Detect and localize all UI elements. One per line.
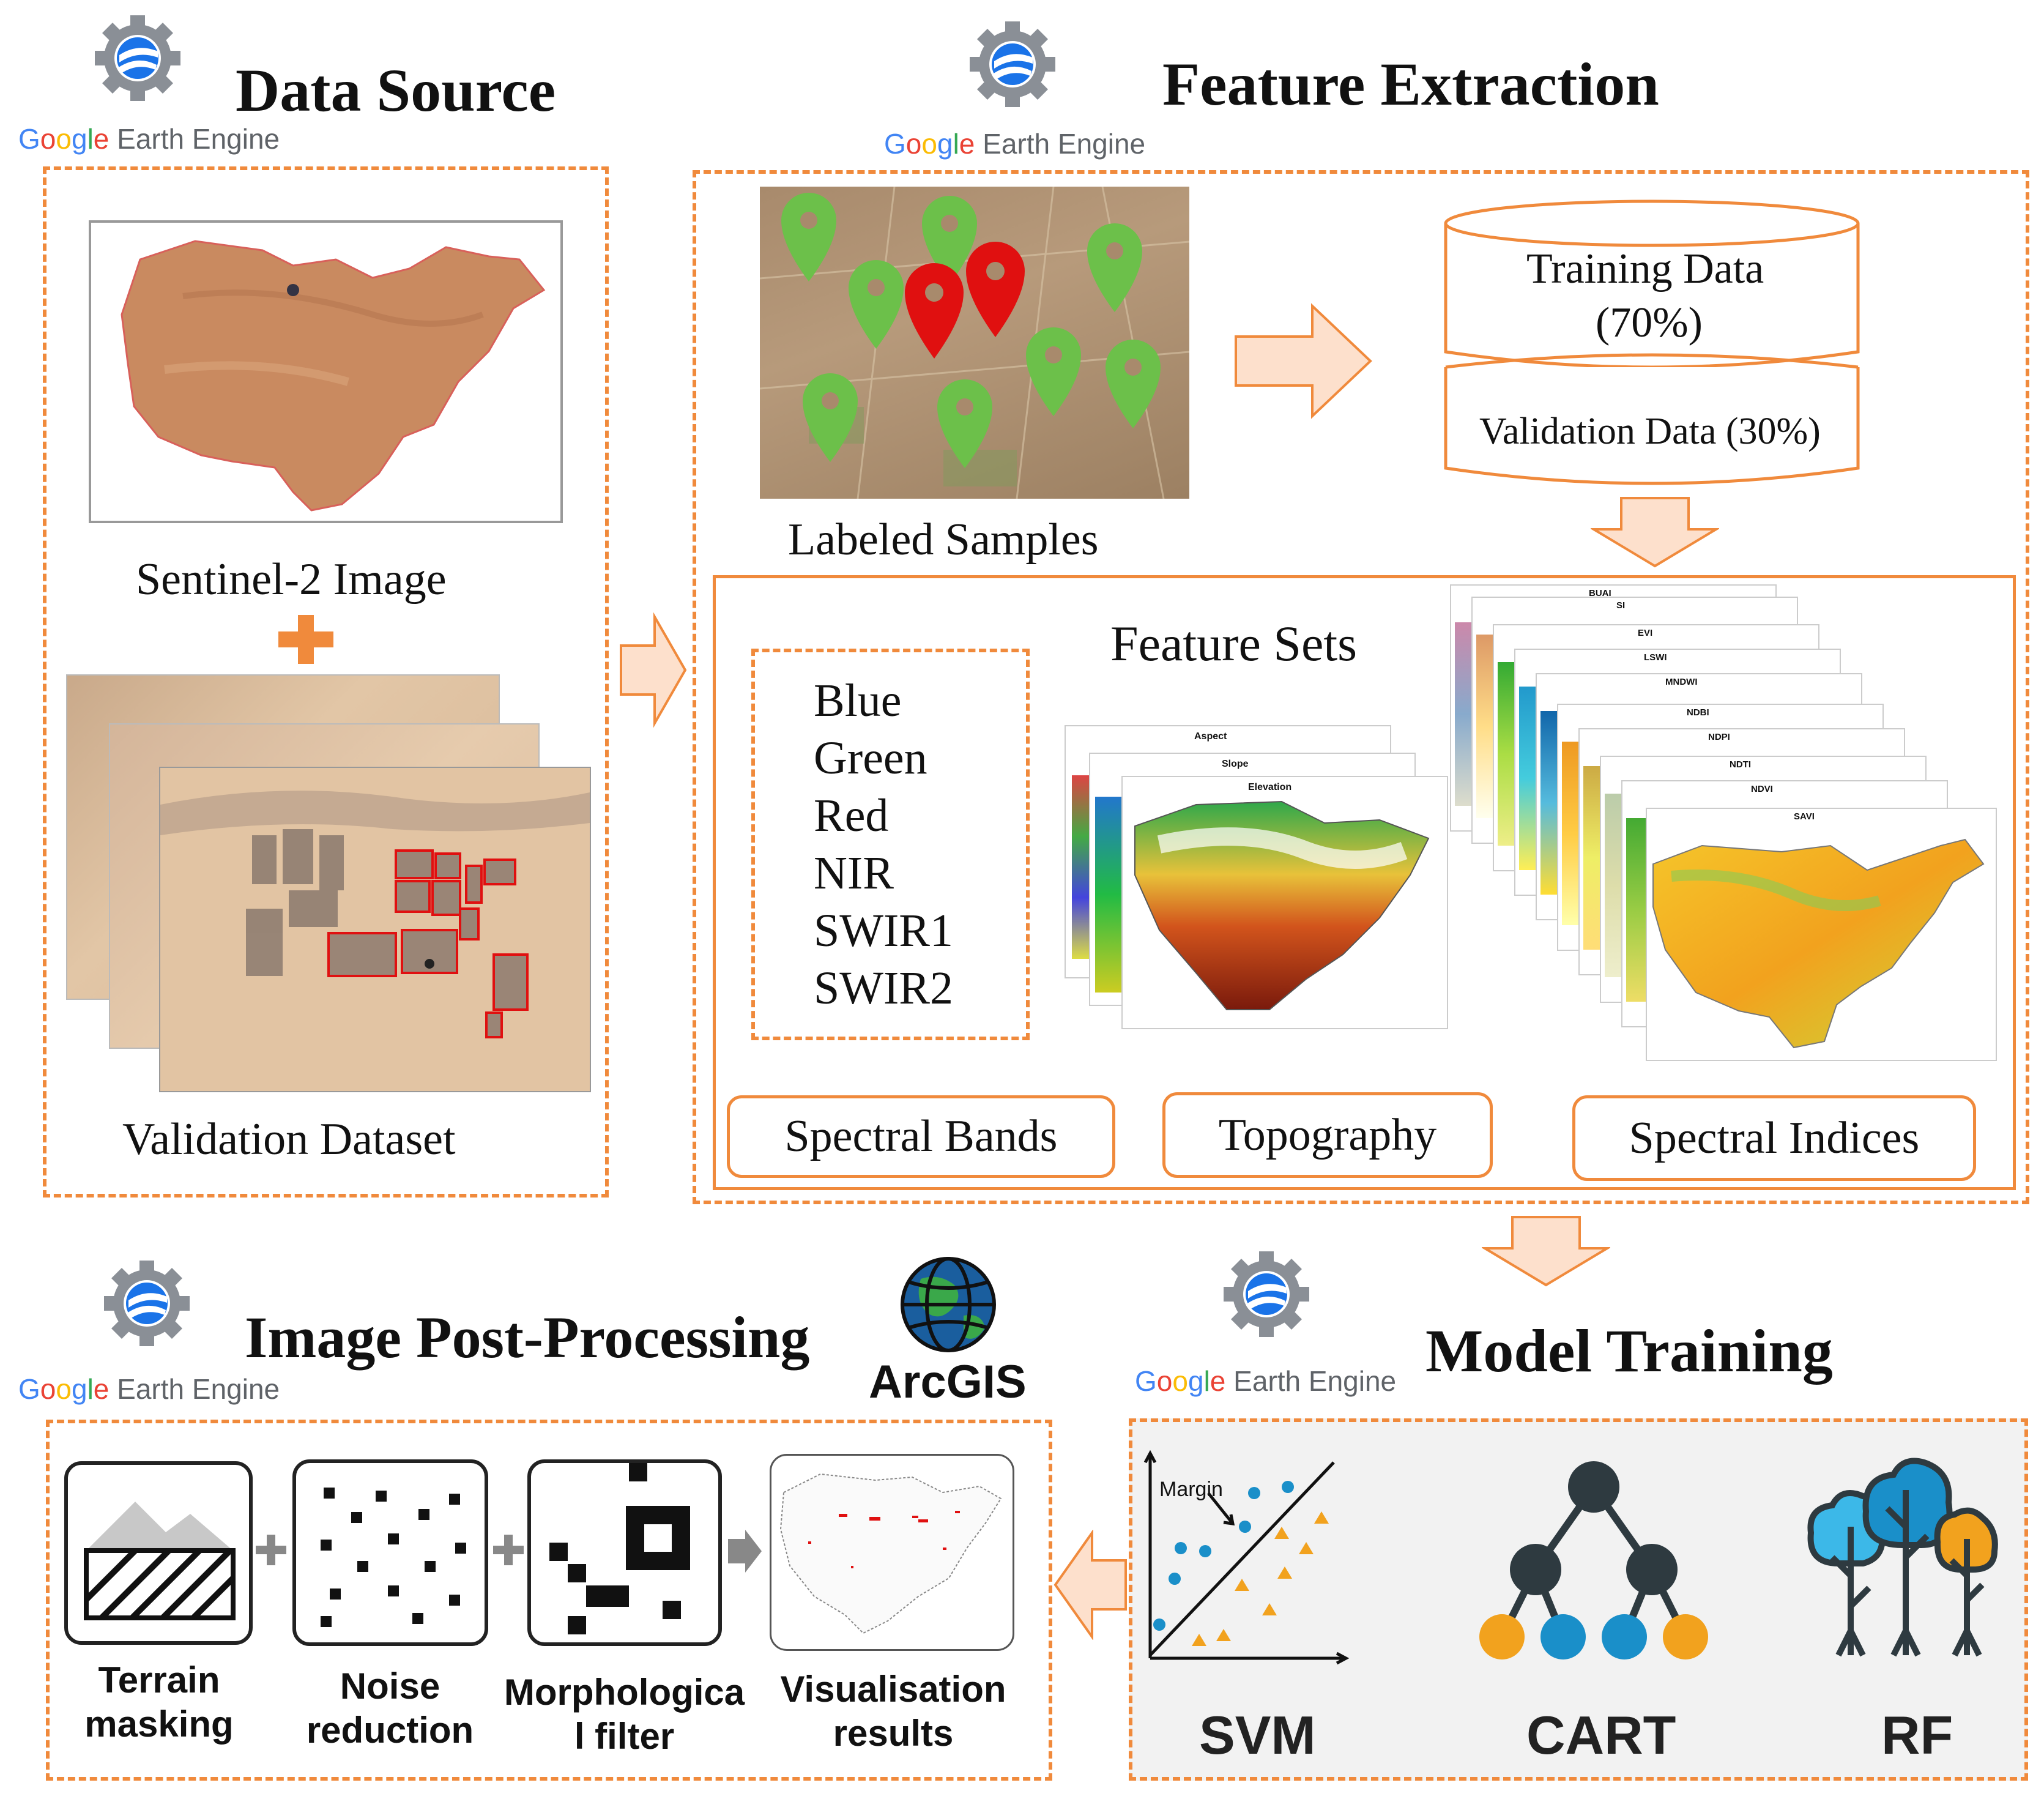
post-processing-box [46,1420,1052,1781]
arrow-right-icon [1235,303,1372,419]
feature-extraction-title: Feature Extraction [1162,50,1659,118]
cart-label: CART [1526,1705,1676,1765]
gee-gear-icon [104,1261,190,1346]
band-item: NIR [814,847,894,899]
gee-gear-icon [970,21,1055,107]
training-data-percent: (70%) [1596,299,1703,346]
svm-margin-label: Margin [1159,1478,1223,1501]
validation-image-front [159,767,591,1092]
feature-sets-title: Feature Sets [1110,616,1358,671]
band-item: SWIR2 [814,963,953,1014]
sentinel-image-frame [89,220,563,523]
noise-reduction-icon [292,1459,488,1646]
band-item: Blue [814,675,902,726]
labeled-samples-label: Labeled Samples [788,515,1099,565]
plus-icon [278,615,333,664]
cart-tree-icon [1479,1461,1708,1659]
post-processing-title: Image Post-Processing [245,1305,810,1370]
arrow-down-icon [1482,1216,1610,1287]
topography-group: Topography [1162,1092,1493,1178]
arrow-down-icon [1591,497,1719,568]
arcgis-label: ArcGIS [869,1356,1027,1408]
svm-label: SVM [1199,1705,1316,1765]
rf-label: RF [1881,1705,1953,1765]
arrow-right-icon [728,1530,762,1573]
index-layer-savi: SAVI [1646,808,1997,1061]
gee-wordmark: Google Earth Engine [1135,1365,1397,1397]
band-item: Green [814,732,927,784]
arcgis-globe-icon [901,1257,996,1352]
spectral-indices-group: Spectral Indices [1572,1095,1976,1181]
data-source-title: Data Source [236,56,556,124]
bands-box [751,649,1030,1040]
terrain-masking-icon [64,1461,253,1645]
feature-extraction-box [693,170,2029,1204]
gee-wordmark: Google Earth Engine [18,123,280,155]
band-item: Red [814,790,889,841]
labeled-samples-map [760,187,1189,499]
visualisation-results-icon [770,1454,1014,1651]
sentinel-image-label: Sentinel-2 Image [136,554,447,605]
model-training-title: Model Training [1425,1317,1833,1385]
gee-gear-icon [1224,1251,1309,1337]
validation-data-label: Validation Data (30%) [1479,411,1821,452]
gee-gear-icon [95,15,180,101]
topo-layer-elevation: Elevation [1121,776,1448,1029]
database-cylinder [1444,199,1860,485]
feature-sets-box [713,575,2016,1190]
arrow-left-icon [1054,1530,1127,1640]
validation-dataset-label: Validation Dataset [122,1114,456,1164]
gee-wordmark: Google Earth Engine [18,1373,280,1405]
training-data-label: Training Data [1526,245,1764,292]
band-list: Blue Green Red NIR SWIR1 SWIR2 [814,672,953,1017]
sentinel-map [121,240,546,512]
svm-diagram: Margin [1143,1450,1350,1665]
data-source-box [43,166,609,1197]
band-item: SWIR1 [814,905,953,956]
arrow-right-icon [620,612,687,728]
plus-icon [256,1535,286,1565]
plus-icon [493,1535,524,1565]
morphological-filter-icon [527,1459,722,1646]
spectral-bands-group: Spectral Bands [727,1095,1115,1178]
gee-wordmark: Google Earth Engine [884,128,1146,160]
rf-forest-icon [1807,1458,1998,1657]
